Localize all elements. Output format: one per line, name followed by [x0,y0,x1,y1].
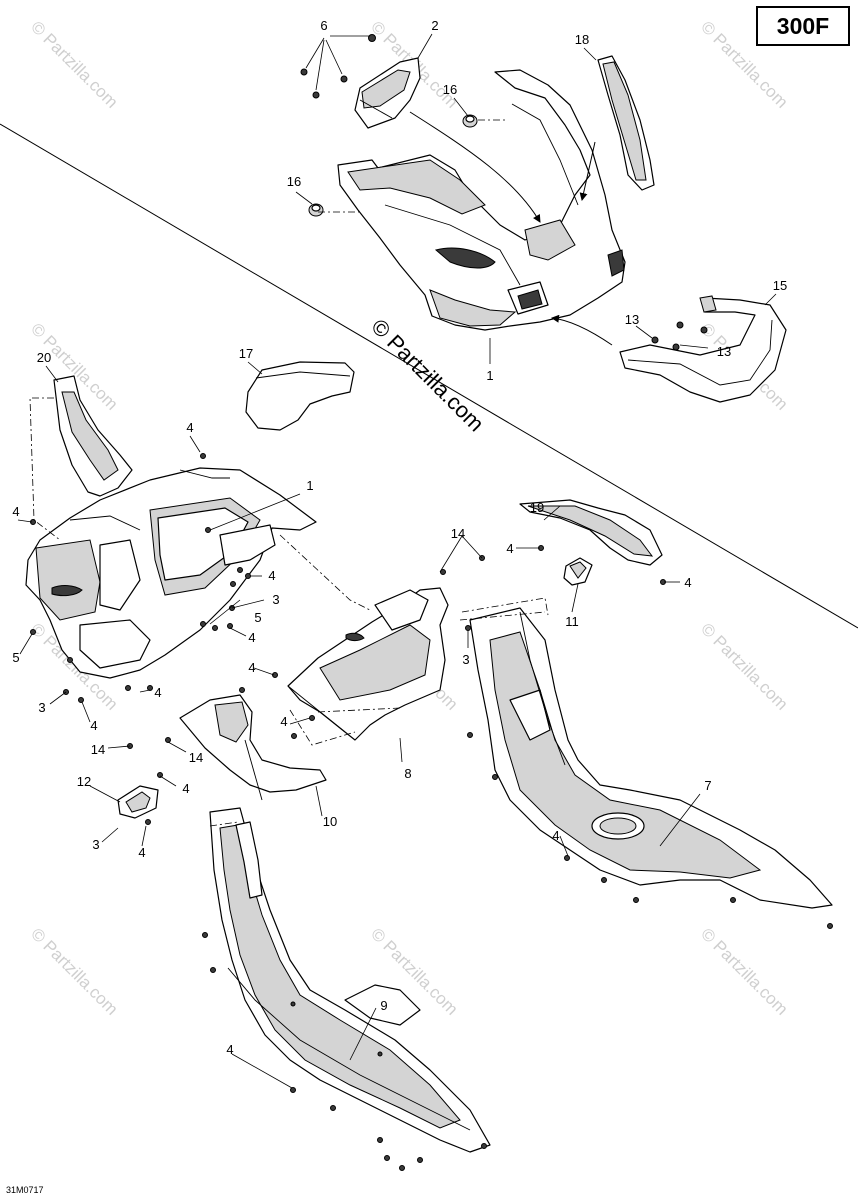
callout-4: 4 [506,541,513,556]
part-1-front-fascia [337,69,626,331]
callout-11: 11 [565,614,579,629]
callout-3: 3 [38,700,45,715]
callout-16: 16 [287,174,301,189]
part-10-bracket [179,694,327,801]
part-13-bolts [651,321,708,351]
callout-4: 4 [12,504,19,519]
part-8-panel [287,587,449,741]
part-20-trim [53,375,133,497]
callout-18: 18 [575,32,589,47]
callout-7: 7 [704,778,711,793]
watermark: © Partzilla.com [697,924,791,1018]
part-15-bumper [619,295,787,403]
callout-4: 4 [268,568,275,583]
callout-4: 4 [248,630,255,645]
callout-4: 4 [552,828,559,843]
callout-13: 13 [625,312,639,327]
watermark-center: © Partzilla.com [366,314,489,437]
part-7-running-board [469,607,833,909]
assembly-arrows [409,111,613,346]
watermark: © Partzilla.com [697,619,791,713]
part-6-fasteners [300,34,376,99]
section-divider-line [0,123,858,629]
callout-14: 14 [451,526,465,541]
part-11-bracket [563,557,593,586]
callout-8: 8 [404,766,411,781]
part-1-body-panel [25,467,317,679]
callout-1: 1 [486,368,493,383]
callout-4: 4 [248,660,255,675]
callout-15: 15 [773,278,787,293]
fasteners-4 [30,453,833,1171]
callout-4: 4 [90,718,97,733]
callout-19: 19 [530,500,544,515]
watermark: © Partzilla.com [27,924,121,1018]
callout-13: 13 [717,344,731,359]
callout-5: 5 [254,610,261,625]
callout-12: 12 [77,774,91,789]
part-16-grommets [308,114,478,217]
part-2-panel [354,57,421,129]
callout-1: 1 [306,478,313,493]
callout-4: 4 [154,685,161,700]
callout-5: 5 [12,650,19,665]
part-12-bracket [117,785,159,819]
callout-3: 3 [462,652,469,667]
callout-14: 14 [189,750,203,765]
callout-6: 6 [320,18,327,33]
callout-3: 3 [272,592,279,607]
callout-4: 4 [226,1042,233,1057]
callout-17: 17 [239,346,253,361]
callout-9: 9 [380,998,387,1013]
part-9-running-board [209,807,491,1153]
part-17-pad [245,361,355,431]
callout-3: 3 [92,837,99,852]
part-18-trim [597,55,655,191]
callout-4: 4 [182,781,189,796]
watermark: © Partzilla.com [27,17,121,111]
callout-4: 4 [186,420,193,435]
callout-10: 10 [323,814,337,829]
callout-4: 4 [280,714,287,729]
assembly-lines [29,119,549,827]
model-badge: 300F [756,6,850,46]
callout-leaders [17,33,777,1089]
figure-reference: 31M0717 [6,1185,44,1195]
callout-2: 2 [431,18,438,33]
callout-20: 20 [37,350,51,365]
callouts: 6 2 18 16 16 1 15 13 13 17 20 4 1 4 4 3 … [12,18,787,1057]
callout-4: 4 [684,575,691,590]
part-19-trim [519,499,663,566]
callout-4: 4 [138,845,145,860]
callout-16: 16 [443,82,457,97]
callout-14: 14 [91,742,105,757]
